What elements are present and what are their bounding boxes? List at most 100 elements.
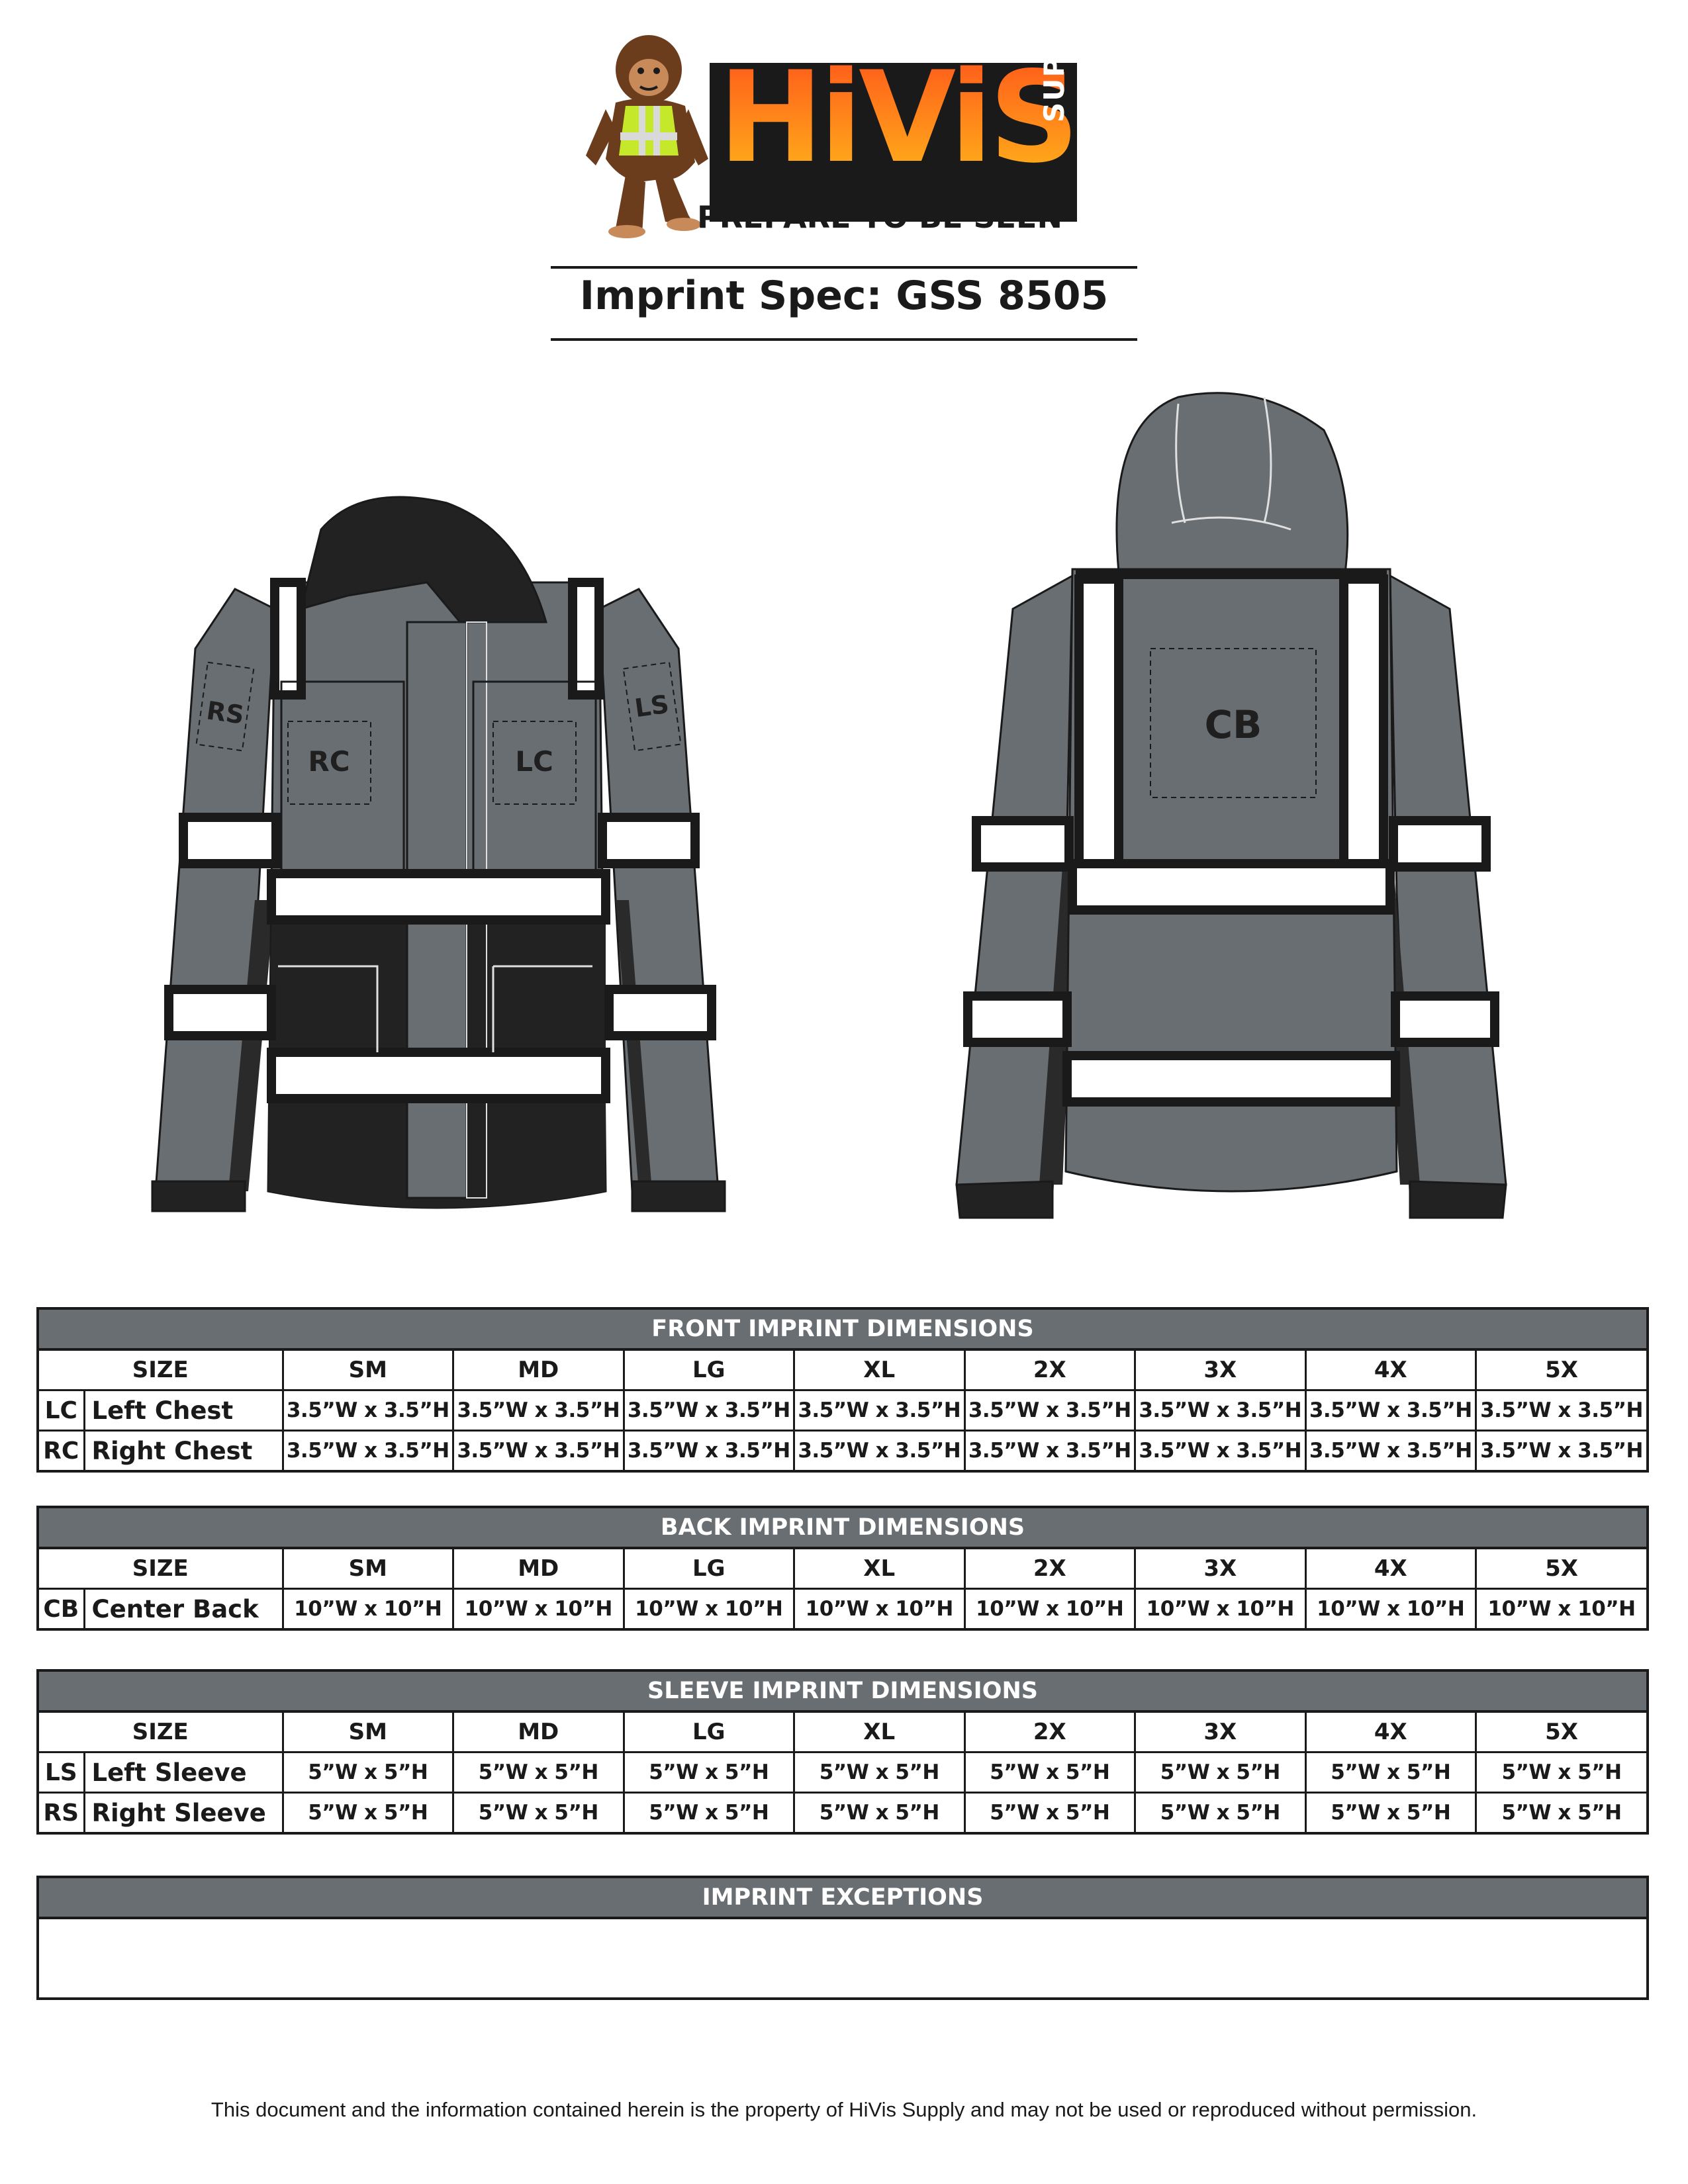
dimension-cell: 10”W x 10”H	[622, 1588, 795, 1628]
dimension-cell: 5”W x 5”H	[1475, 1751, 1646, 1794]
dimension-cell: 5”W x 5”H	[452, 1751, 625, 1794]
bigfoot-mascot-icon	[586, 35, 708, 238]
back-table-heading: BACK IMPRINT DIMENSIONS	[39, 1508, 1646, 1549]
dimension-cell: 5”W x 5”H	[1304, 1792, 1477, 1832]
dimension-cell: 3.5”W x 3.5”H	[622, 1389, 795, 1432]
size-header-cell: SIZE	[39, 1549, 284, 1590]
size-header-cell: 2X	[963, 1713, 1136, 1753]
dimension-cell: 5”W x 5”H	[963, 1792, 1136, 1832]
dimension-cell: 5”W x 5”H	[1134, 1792, 1307, 1832]
dimension-cell: 3.5”W x 3.5”H	[793, 1430, 966, 1470]
logo-tagline: PREPARE TO BE SEEN	[697, 199, 1062, 235]
size-header-cell: 4X	[1304, 1713, 1477, 1753]
front-label-lc: LC	[515, 745, 553, 778]
size-header-row: SIZE SM MD LG XL 2X 3X 4X 5X	[39, 1713, 1646, 1753]
front-label-rc: RC	[308, 745, 350, 778]
dimension-cell: 5”W x 5”H	[793, 1792, 966, 1832]
dimension-cell: 3.5”W x 3.5”H	[452, 1430, 625, 1470]
size-header-row: SIZE SM MD LG XL 2X 3X 4X 5X	[39, 1351, 1646, 1391]
exceptions-body	[39, 1919, 1646, 1997]
dimension-cell: 10”W x 10”H	[452, 1588, 625, 1628]
size-header-cell: 4X	[1304, 1549, 1477, 1590]
dimension-cell: 3.5”W x 3.5”H	[1475, 1430, 1646, 1470]
logo-wordmark-bg	[710, 63, 1077, 222]
front-label-ls: LS	[633, 690, 671, 723]
size-header-cell: LG	[622, 1549, 795, 1590]
size-header-cell: SM	[281, 1549, 454, 1590]
dimension-cell: 5”W x 5”H	[1304, 1751, 1477, 1794]
size-header-cell: 5X	[1475, 1713, 1646, 1753]
table-row: RC Right Chest 3.5”W x 3.5”H 3.5”W x 3.5…	[39, 1430, 1646, 1470]
size-header-cell: 3X	[1134, 1713, 1307, 1753]
dimension-cell: 3.5”W x 3.5”H	[793, 1389, 966, 1432]
location-code: LC	[39, 1389, 85, 1432]
imprint-exceptions-box: IMPRINT EXCEPTIONS	[36, 1876, 1649, 2000]
page-title: Imprint Spec: GSS 8505	[579, 273, 1109, 319]
dimension-cell: 5”W x 5”H	[281, 1792, 454, 1832]
front-label-rs: RS	[205, 696, 246, 729]
dimension-cell: 3.5”W x 3.5”H	[1134, 1389, 1307, 1432]
dimension-cell: 10”W x 10”H	[281, 1588, 454, 1628]
location-name: Center Back	[83, 1588, 284, 1628]
size-header-cell: XL	[793, 1713, 966, 1753]
back-jacket-diagram: CB	[955, 392, 1507, 1219]
exceptions-heading: IMPRINT EXCEPTIONS	[39, 1878, 1646, 1919]
size-header-cell: 3X	[1134, 1549, 1307, 1590]
size-header-cell: SIZE	[39, 1351, 284, 1391]
size-header-cell: LG	[622, 1713, 795, 1753]
dimension-cell: 3.5”W x 3.5”H	[963, 1389, 1136, 1432]
dimension-cell: 5”W x 5”H	[963, 1751, 1136, 1794]
dimension-cell: 3.5”W x 3.5”H	[1475, 1389, 1646, 1432]
dimension-cell: 3.5”W x 3.5”H	[281, 1389, 454, 1432]
dimension-cell: 3.5”W x 3.5”H	[1134, 1430, 1307, 1470]
dimension-cell: 10”W x 10”H	[1304, 1588, 1477, 1628]
back-label-cb: CB	[1205, 702, 1262, 747]
dimension-cell: 10”W x 10”H	[1475, 1588, 1646, 1628]
front-imprint-table: FRONT IMPRINT DIMENSIONS SIZE SM MD LG X…	[36, 1307, 1649, 1473]
size-header-cell: 2X	[963, 1549, 1136, 1590]
dimension-cell: 5”W x 5”H	[793, 1751, 966, 1794]
front-table-heading: FRONT IMPRINT DIMENSIONS	[39, 1310, 1646, 1351]
size-header-cell: 3X	[1134, 1351, 1307, 1391]
location-name: Left Sleeve	[83, 1751, 284, 1794]
front-jacket-diagram: RS RC LC LS	[151, 496, 726, 1212]
size-header-cell: LG	[622, 1351, 795, 1391]
size-header-cell: MD	[452, 1549, 625, 1590]
table-row: RS Right Sleeve 5”W x 5”H 5”W x 5”H 5”W …	[39, 1792, 1646, 1832]
size-header-cell: MD	[452, 1713, 625, 1753]
dimension-cell: 5”W x 5”H	[1475, 1792, 1646, 1832]
dimension-cell: 10”W x 10”H	[793, 1588, 966, 1628]
hivis-supply-logo: HiViS SUPPLY PREPARE TO BE SEEN	[579, 0, 1082, 242]
size-header-cell: 5X	[1475, 1549, 1646, 1590]
logo-supply-text: SUPPLY	[1038, 0, 1070, 122]
dimension-cell: 5”W x 5”H	[622, 1751, 795, 1794]
sleeve-table-heading: SLEEVE IMPRINT DIMENSIONS	[39, 1672, 1646, 1713]
location-code: RC	[39, 1430, 85, 1470]
title-rule-top	[551, 266, 1137, 269]
location-code: LS	[39, 1751, 85, 1794]
table-row: CB Center Back 10”W x 10”H 10”W x 10”H 1…	[39, 1588, 1646, 1628]
size-header-cell: SM	[281, 1713, 454, 1753]
size-header-cell: 5X	[1475, 1351, 1646, 1391]
dimension-cell: 3.5”W x 3.5”H	[1304, 1389, 1477, 1432]
size-header-cell: XL	[793, 1549, 966, 1590]
table-row: LS Left Sleeve 5”W x 5”H 5”W x 5”H 5”W x…	[39, 1751, 1646, 1794]
size-header-cell: SM	[281, 1351, 454, 1391]
dimension-cell: 5”W x 5”H	[281, 1751, 454, 1794]
dimension-cell: 5”W x 5”H	[622, 1792, 795, 1832]
table-row: LC Left Chest 3.5”W x 3.5”H 3.5”W x 3.5”…	[39, 1389, 1646, 1432]
dimension-cell: 3.5”W x 3.5”H	[452, 1389, 625, 1432]
size-header-cell: MD	[452, 1351, 625, 1391]
dimension-cell: 3.5”W x 3.5”H	[963, 1430, 1136, 1470]
footer-disclaimer: This document and the information contai…	[211, 2098, 1477, 2121]
location-code: RS	[39, 1792, 85, 1832]
logo-brand-text: HiViS	[718, 44, 1080, 191]
dimension-cell: 3.5”W x 3.5”H	[622, 1430, 795, 1470]
size-header-row: SIZE SM MD LG XL 2X 3X 4X 5X	[39, 1549, 1646, 1590]
location-name: Right Chest	[83, 1430, 284, 1470]
dimension-cell: 3.5”W x 3.5”H	[1304, 1430, 1477, 1470]
dimension-cell: 5”W x 5”H	[452, 1792, 625, 1832]
dimension-cell: 5”W x 5”H	[1134, 1751, 1307, 1794]
dimension-cell: 10”W x 10”H	[963, 1588, 1136, 1628]
dimension-cell: 10”W x 10”H	[1134, 1588, 1307, 1628]
